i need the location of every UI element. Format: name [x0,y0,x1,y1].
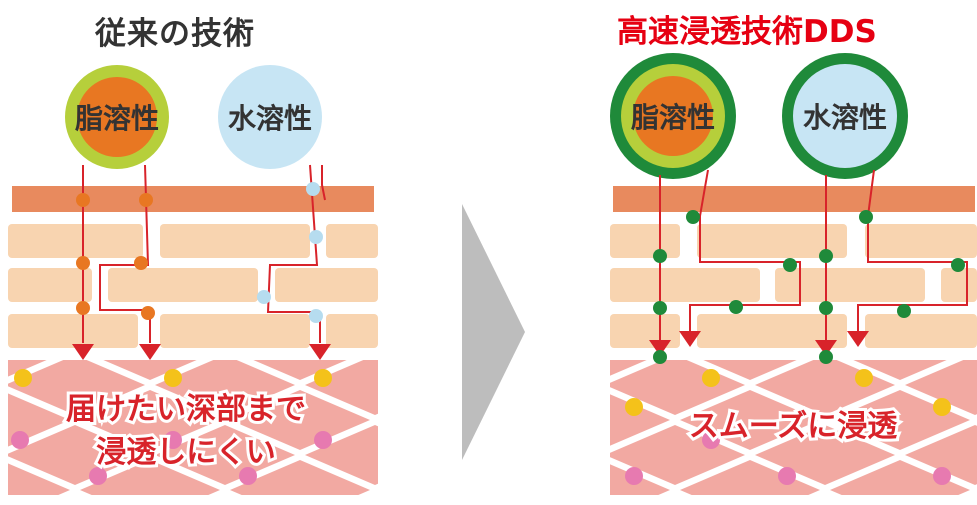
right-top-layer [613,186,975,212]
right-caption: スムーズに浸透 [689,409,898,444]
left-caption: 届けたい深部まで 浸透しにくい [63,389,309,473]
left-caption-line2: 浸透しにくい [96,435,275,470]
left-fat-label: 脂溶性 [75,102,159,135]
transition-arrow-icon [462,204,525,460]
left-title: 従来の技術 [95,16,255,52]
left-water-label: 水溶性 [228,102,312,135]
left-dermis-dots [11,369,332,485]
right-fat-soluble-molecule: 脂溶性 [610,53,736,179]
left-caption-line1: 届けたい深部まで [66,392,306,427]
left-water-soluble-molecule: 水溶性 [218,65,322,169]
right-skin-layers [610,186,977,495]
right-fat-label: 脂溶性 [631,101,715,134]
right-cell-rows [610,224,977,348]
right-dermis-dots [625,369,951,485]
right-water-label: 水溶性 [803,101,887,134]
left-cell-rows [8,224,378,348]
right-path-dots [653,210,965,364]
right-title: 高速浸透技術DDS [617,14,877,50]
left-fat-soluble-molecule: 脂溶性 [65,65,169,169]
left-path-dots [76,182,323,323]
right-arrowheads [649,331,869,356]
left-arrowheads [72,344,331,360]
right-water-soluble-molecule: 水溶性 [782,53,908,179]
